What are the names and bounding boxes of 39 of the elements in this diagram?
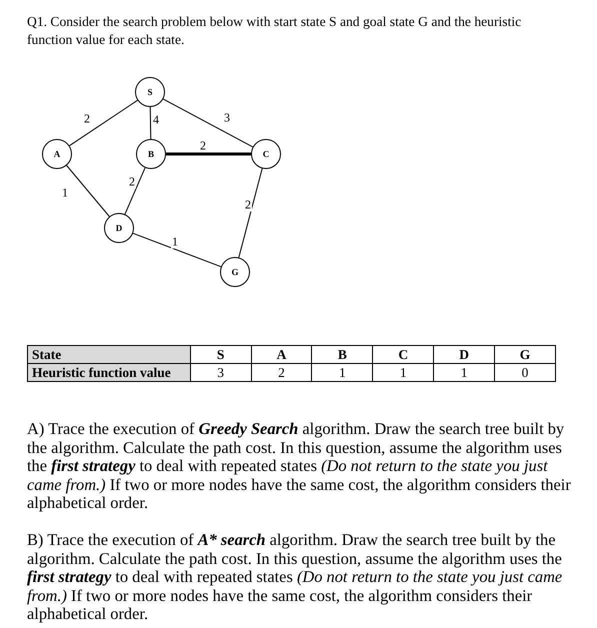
- graph-edge: [68, 100, 138, 146]
- table-value-cell: 0: [494, 364, 556, 382]
- state-circle: A: [42, 139, 72, 169]
- table-header-cell: State: [28, 346, 190, 364]
- table-value-cell: A: [251, 346, 312, 364]
- table-value-cell: 1: [312, 364, 373, 382]
- graph-edge: [238, 168, 263, 258]
- table-value-cell: 3: [190, 364, 252, 382]
- table-value-cell: S: [190, 346, 252, 364]
- table-value-cell: C: [372, 346, 434, 364]
- graph-edge: [166, 152, 251, 156]
- graph-edge: [162, 98, 254, 148]
- table-header-cell: Heuristic function value: [28, 364, 190, 382]
- edge-label: 2: [199, 140, 207, 152]
- table-value-cell: 1: [372, 364, 434, 382]
- state-circle: D: [104, 213, 134, 243]
- edge-label: 4: [152, 114, 160, 126]
- graph-edge: [150, 106, 152, 140]
- question-text: Q1. Consider the search problem below with start state S and goal state G and the heuristic function value for each state.: [27, 13, 522, 49]
- state-circle: B: [136, 139, 166, 169]
- state-circle: C: [251, 139, 281, 169]
- table-value-cell: 2: [251, 364, 312, 382]
- table-value-cell: G: [494, 346, 556, 364]
- table-value-cell: 1: [434, 364, 495, 382]
- graph-edge: [66, 165, 110, 217]
- question-paragraph: B) Trace the execution of A* search algorithm. Draw the search tree built by the algorithm. Calculate the path cost. In this question, assume the algorithm uses the first strategy to deal with repeated states (Do not return to the state you just came from.) If two or more nodes have the same cost, the algorithm considers their alphabetical order.: [27, 531, 564, 624]
- graph-edge: [124, 167, 146, 215]
- question-paragraph: A) Trace the execution of Greedy Search algorithm. Draw the search tree built by the algorithm. Calculate the path cost. In this question, assume the algorithm uses the first strategy to deal with repeated states (Do not return to the state you just came from.) If two or more nodes have the same cost, the algorithm considers their alphabetical order.: [27, 420, 572, 512]
- state-circle: S: [135, 77, 165, 107]
- edge-label: 2: [128, 176, 136, 188]
- edge-label: 2: [83, 112, 91, 126]
- table-value-cell: D: [434, 346, 495, 364]
- edge-label: 1: [61, 186, 69, 200]
- edge-label: 1: [171, 236, 179, 248]
- graph-edge: [132, 232, 222, 268]
- edge-label: 2: [244, 198, 252, 212]
- edge-label: 3: [223, 112, 231, 124]
- state-circle: G: [220, 257, 250, 287]
- table-value-cell: B: [312, 346, 373, 364]
